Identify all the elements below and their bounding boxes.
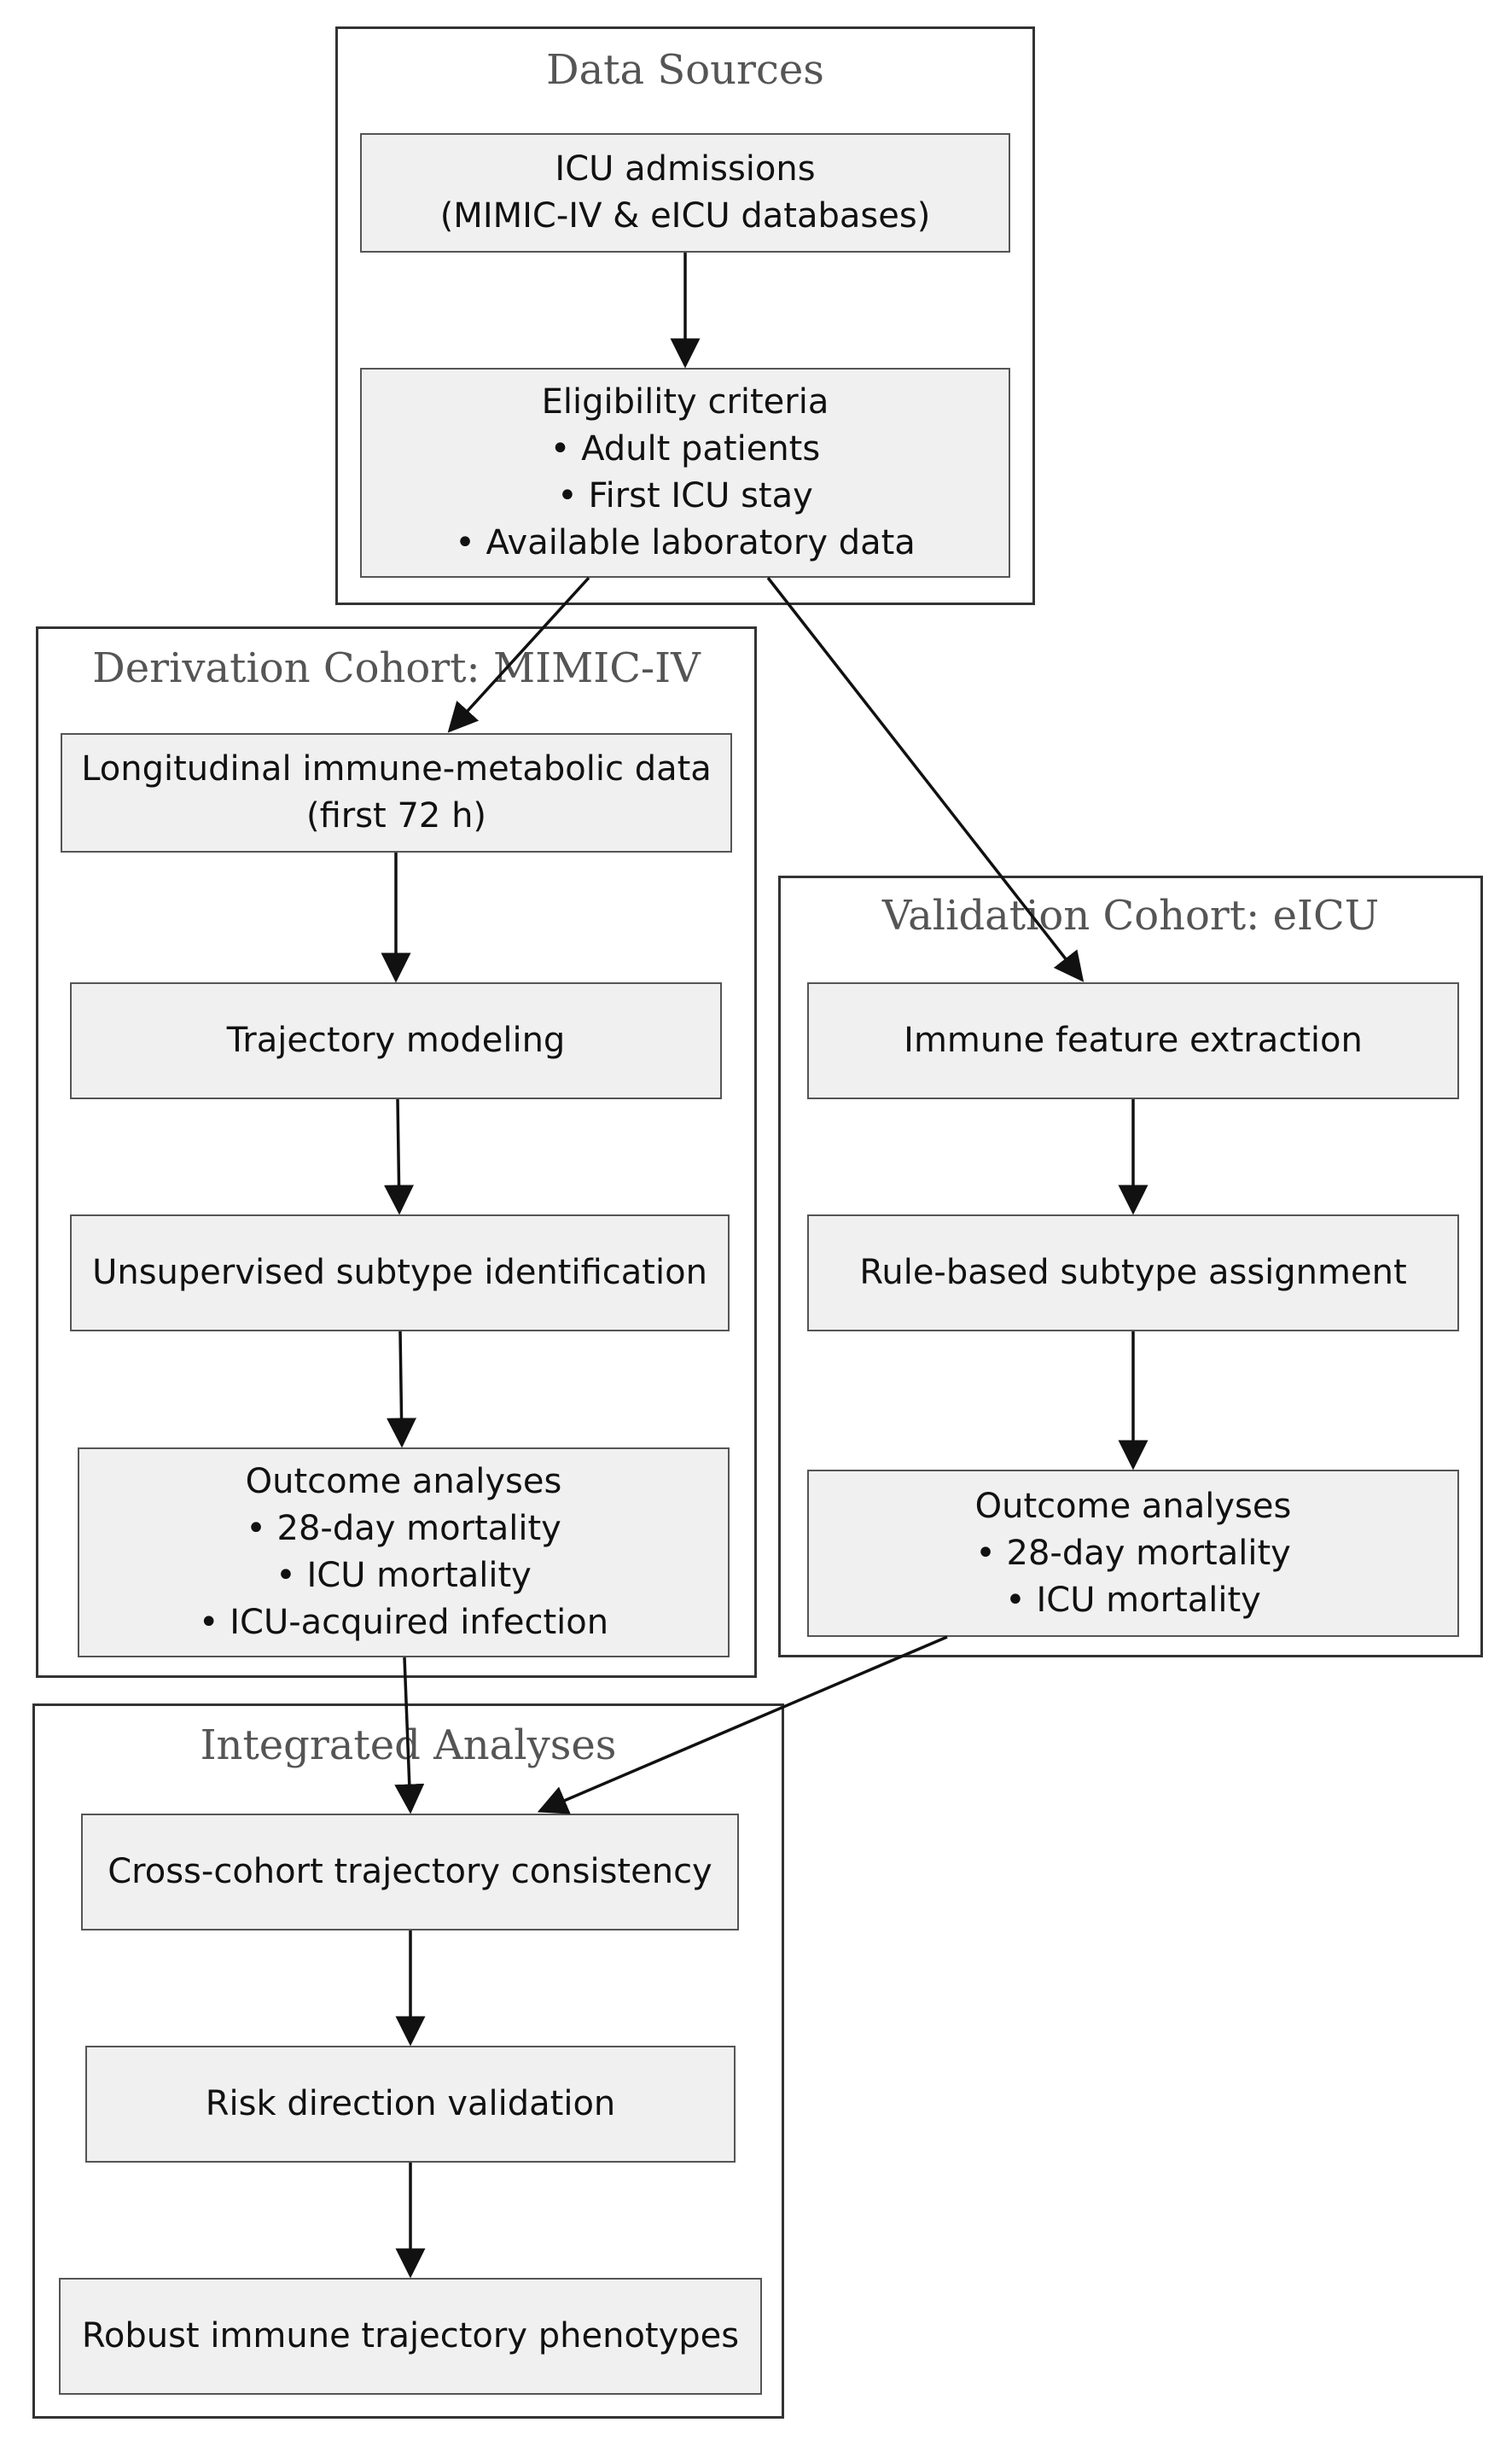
node-rule-based-assignment: Rule-based subtype assignment bbox=[807, 1214, 1459, 1331]
cluster-title-integrated: Integrated Analyses bbox=[200, 1721, 617, 1769]
node-cross-cohort-label: Cross-cohort trajectory consistency bbox=[108, 1852, 712, 1891]
node-outcome-analyses-validation: Outcome analyses • 28-day mortality • IC… bbox=[807, 1470, 1459, 1637]
node-icu-admissions-line-1: ICU admissions bbox=[555, 149, 816, 189]
node-outcome-validation-line-2: • 28-day mortality bbox=[975, 1533, 1291, 1573]
node-eligibility-line-4: • Available laboratory data bbox=[455, 523, 916, 562]
node-immune-feature-label: Immune feature extraction bbox=[904, 1021, 1363, 1060]
cluster-title-validation: Validation Cohort: eICU bbox=[881, 892, 1380, 940]
node-robust-phenotypes: Robust immune trajectory phenotypes bbox=[59, 2278, 762, 2395]
cluster-title-data-sources: Data Sources bbox=[546, 46, 824, 94]
node-immune-feature-extraction: Immune feature extraction bbox=[807, 982, 1459, 1099]
node-outcome-validation-line-3: • ICU mortality bbox=[1005, 1580, 1261, 1620]
node-trajectory-modeling: Trajectory modeling bbox=[70, 982, 722, 1099]
node-outcome-validation-line-1: Outcome analyses bbox=[974, 1486, 1292, 1526]
node-outcome-derivation-line-4: • ICU-acquired infection bbox=[198, 1603, 609, 1642]
node-outcome-derivation-line-2: • 28-day mortality bbox=[246, 1509, 561, 1548]
node-risk-direction-label: Risk direction validation bbox=[205, 2084, 616, 2123]
cluster-data-sources: Data Sources bbox=[335, 26, 1035, 605]
node-robust-phenotypes-label: Robust immune trajectory phenotypes bbox=[81, 2316, 740, 2356]
node-outcome-analyses-derivation: Outcome analyses • 28-day mortality • IC… bbox=[78, 1447, 730, 1657]
node-outcome-derivation-line-1: Outcome analyses bbox=[245, 1462, 562, 1501]
node-eligibility-line-1: Eligibility criteria bbox=[541, 382, 829, 422]
node-longitudinal-line-1: Longitudinal immune-metabolic data bbox=[81, 749, 712, 789]
node-eligibility-criteria: Eligibility criteria • Adult patients • … bbox=[360, 368, 1010, 578]
cluster-derivation-mimic: Derivation Cohort: MIMIC-IV bbox=[36, 626, 757, 1678]
node-icu-admissions: ICU admissions (MIMIC-IV & eICU database… bbox=[360, 133, 1010, 253]
node-longitudinal-line-2: (first 72 h) bbox=[305, 796, 487, 836]
node-longitudinal-data: Longitudinal immune-metabolic data (firs… bbox=[61, 733, 732, 853]
node-rule-based-label: Rule-based subtype assignment bbox=[859, 1253, 1407, 1292]
node-unsupervised-subtype-label: Unsupervised subtype identification bbox=[92, 1253, 707, 1292]
node-cross-cohort-consistency: Cross-cohort trajectory consistency bbox=[81, 1814, 739, 1930]
node-icu-admissions-line-2: (MIMIC-IV & eICU databases) bbox=[439, 196, 931, 236]
cluster-title-derivation: Derivation Cohort: MIMIC-IV bbox=[92, 644, 701, 692]
node-unsupervised-subtype: Unsupervised subtype identification bbox=[70, 1214, 730, 1331]
node-eligibility-line-3: • First ICU stay bbox=[557, 476, 813, 515]
node-outcome-derivation-line-3: • ICU mortality bbox=[276, 1556, 532, 1595]
node-eligibility-line-2: • Adult patients bbox=[550, 429, 821, 469]
node-trajectory-modeling-label: Trajectory modeling bbox=[226, 1021, 566, 1060]
node-risk-direction-validation: Risk direction validation bbox=[85, 2046, 736, 2163]
